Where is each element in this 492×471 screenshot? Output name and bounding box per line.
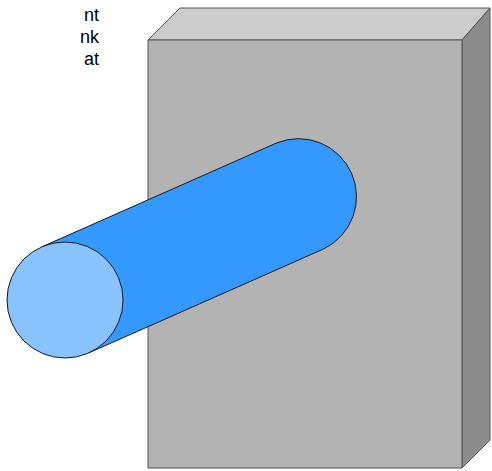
partial-caption-text: at (0, 48, 99, 70)
partial-caption-text: nk (0, 26, 99, 48)
cylinder-rod (7, 139, 356, 358)
label-column: ntnkat (0, 4, 99, 70)
wall-top-face (148, 8, 490, 40)
wall-side-face (462, 8, 490, 468)
cylinder-end-face (7, 242, 123, 358)
partial-caption-text: nt (0, 4, 99, 26)
